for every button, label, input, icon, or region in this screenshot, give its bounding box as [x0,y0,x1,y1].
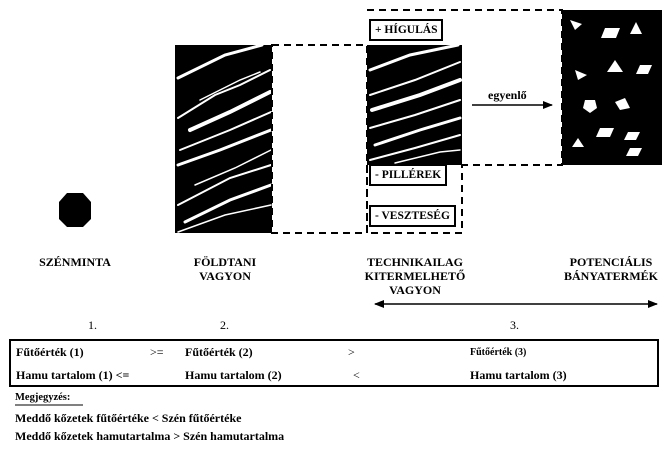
geological-reserve-block [175,43,273,233]
minable-reserve-block [367,43,462,165]
table-r1-op2: > [348,345,355,359]
stage2-number: 2. [220,318,229,332]
note-title: Megjegyzés: [15,392,71,403]
table-r2-c3: Hamu tartalom (3) [470,368,567,382]
geological-dashed-box [271,44,368,234]
stage3-label-line1: TECHNIKAILAG [366,255,464,269]
stage3-label-line2: KITERMELHETŐ [364,269,466,283]
stage1-number: 1. [88,318,97,332]
stage1-label: SZÉNMINTA [39,255,111,269]
table-r1-c2: Fűtőérték (2) [185,345,253,359]
stage4-label-line2: BÁNYATERMÉK [563,269,658,283]
stage3-number: 3. [510,318,519,332]
table-r1-c1: Fűtőérték (1) [16,345,84,359]
table-r2-op2: < [353,368,360,382]
stage2-label-line1: FÖLDTANI [193,255,257,269]
comparison-table-border [9,339,659,387]
minable-bottom-dashed [366,165,463,234]
coal-sample-octagon [59,193,91,227]
table-r2-c2: Hamu tartalom (2) [185,368,282,382]
stage2-label: FÖLDTANI VAGYON [175,255,275,283]
note-line2: Meddő kőzetek hamutartalma > Szén hamuta… [15,429,285,443]
stage3-label: TECHNIKAILAG KITERMELHETŐ VAGYON [355,255,475,297]
table-r1-op1: >= [150,345,164,359]
pillars-box-label: - PILLÉREK [369,164,448,186]
loss-box-label: - VESZTESÉG [369,205,456,227]
minable-dashed-outline [367,9,563,166]
note-line1: Meddő kőzetek fűtőértéke < Szén fűtőérté… [15,411,242,425]
potential-product-block [562,10,662,165]
table-r2-c1: Hamu tartalom (1) <= [16,368,130,382]
stage4-label: POTENCIÁLIS BÁNYATERMÉK [553,255,669,283]
stage4-label-line1: POTENCIÁLIS [569,255,653,269]
dilution-box-label: + HÍGULÁS [369,19,444,41]
table-r1-c3: Fűtőérték (3) [470,347,527,358]
stage3-label-line3: VAGYON [389,283,441,297]
equals-arrow-label: egyenlő [488,88,527,102]
stage2-label-line2: VAGYON [199,269,251,283]
